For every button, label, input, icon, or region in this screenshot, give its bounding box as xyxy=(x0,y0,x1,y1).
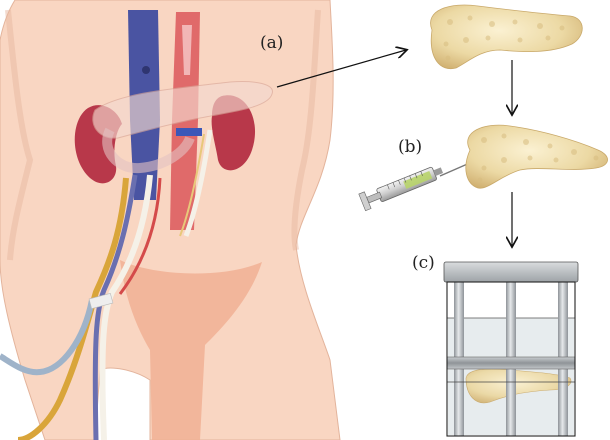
pancreas-injected xyxy=(466,125,608,188)
perfusion-chamber xyxy=(444,262,578,436)
syringe-plunger xyxy=(367,192,382,203)
vena-cava-dot xyxy=(142,66,150,74)
label-b: (b) xyxy=(398,137,422,157)
syringe xyxy=(359,162,472,211)
mesenteric-vessel xyxy=(176,128,202,136)
label-a: (a) xyxy=(260,33,283,53)
pancreas-isolated xyxy=(431,5,583,69)
chamber-cap xyxy=(444,262,578,282)
torso-illustration xyxy=(0,0,340,440)
chamber-ring xyxy=(447,357,575,369)
label-c: (c) xyxy=(412,253,435,273)
